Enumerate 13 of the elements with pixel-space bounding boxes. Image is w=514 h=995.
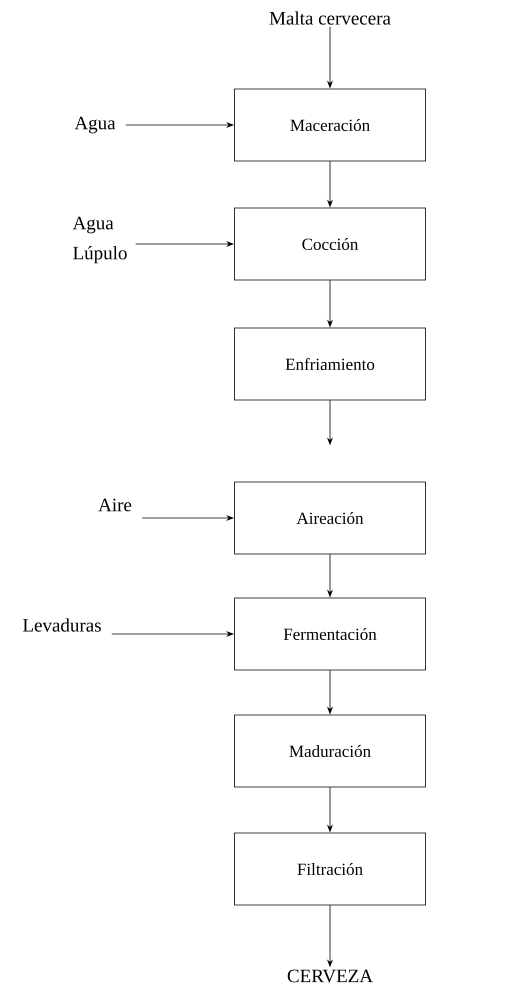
process-box: Cocción [234, 208, 426, 280]
process-box: Filtración [234, 832, 426, 906]
input-label: Aire [98, 498, 132, 512]
input-label: Agua Lúpulo [72, 216, 127, 264]
input-label: Agua [74, 116, 116, 134]
input-label: Levaduras [22, 618, 101, 632]
process-box: Enfriamiento [234, 328, 426, 400]
input-label: CERVEZA [288, 970, 373, 982]
process-box: Fermentación [234, 598, 426, 670]
process-box: Aireación [234, 482, 426, 554]
input-label: Malta cervecera [270, 11, 391, 25]
process-box: Maduración [234, 714, 426, 788]
process-box: Maceración [234, 88, 426, 162]
